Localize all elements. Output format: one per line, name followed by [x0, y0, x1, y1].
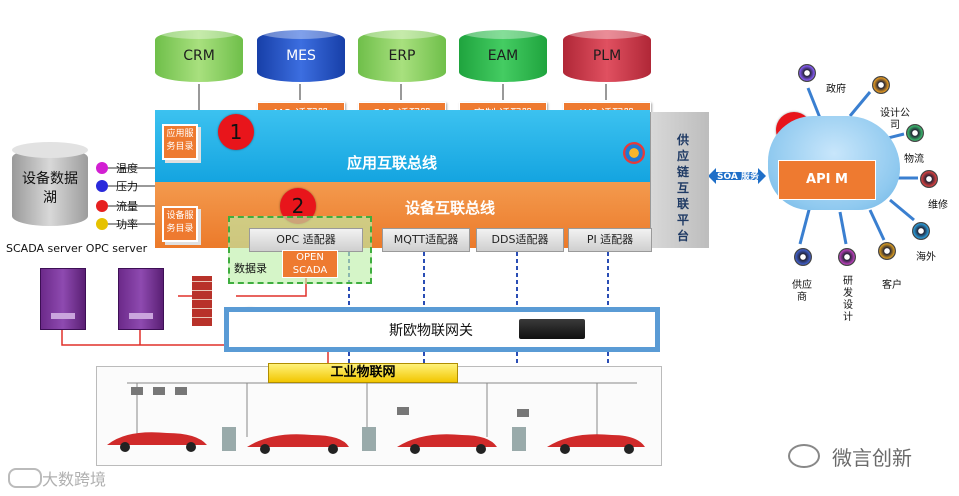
logistics-label: 物流 — [904, 154, 924, 165]
pressure-label: 压力 — [116, 180, 138, 193]
crm-database: CRM — [155, 23, 243, 82]
firewall-icon — [192, 276, 212, 326]
temperature-sensor-icon — [96, 162, 108, 174]
eam-label: EAM — [487, 48, 519, 64]
mes-database: MES — [257, 23, 345, 82]
plm-database: PLM — [563, 23, 651, 82]
power-label: 功率 — [116, 218, 138, 231]
supplier-label: 供应商 — [792, 280, 812, 303]
logistics-icon — [906, 124, 924, 142]
app-service-catalog: 应用服务目录 — [162, 124, 198, 160]
power-sensor-icon — [96, 218, 108, 230]
government-label: 政府 — [826, 84, 846, 95]
overseas-label: 海外 — [916, 252, 936, 263]
design-company-label: 设计公司 — [880, 108, 910, 131]
watermark-left: 大数跨境 — [42, 470, 107, 489]
scada-server-icon — [40, 268, 86, 330]
customer-icon — [878, 242, 896, 260]
erp-label: ERP — [388, 48, 416, 64]
mqtt-adapter: MQTT适配器 — [382, 228, 470, 252]
gears-icon — [623, 142, 645, 164]
rnd-design-label: 研发设计 — [843, 276, 853, 323]
industrial-iot-bar: 工业物联网 — [268, 363, 458, 383]
government-icon — [798, 64, 816, 82]
wechat-icon — [788, 444, 820, 468]
rnd-design-icon — [838, 248, 856, 266]
flow-label: 流量 — [116, 200, 138, 213]
open-scada-box: OPEN SCADA — [282, 250, 338, 278]
flow-sensor-icon — [96, 200, 108, 212]
watermark-left-logo-icon — [8, 468, 42, 488]
temperature-label: 温度 — [116, 162, 138, 175]
api-management-box: API M — [778, 160, 876, 200]
maintenance-label: 维修 — [928, 200, 948, 211]
opc-server-icon — [118, 268, 164, 330]
dds-adapter: DDS适配器 — [476, 228, 564, 252]
data-record-label: 数据录 — [234, 262, 267, 275]
erp-database: ERP — [358, 23, 446, 82]
opc-adapter: OPC 适配器 — [249, 228, 363, 252]
overseas-icon — [912, 222, 930, 240]
pi-adapter: PI 适配器 — [568, 228, 652, 252]
device-data-lake: 设备数据湖 — [12, 142, 88, 226]
supply-chain-platform: 供应链互联平台 — [650, 112, 709, 248]
plm-label: PLM — [592, 48, 622, 64]
gateway-label: 斯欧物联网关 — [389, 323, 473, 339]
eam-database: EAM — [459, 23, 547, 82]
maintenance-icon — [920, 170, 938, 188]
iot-gateway: 斯欧物联网关 — [224, 307, 660, 352]
watermark-right: 微言创新 — [832, 446, 912, 470]
data-lake-label: 设备数据湖 — [22, 171, 78, 206]
supplier-icon — [794, 248, 812, 266]
open-scada-label: OPEN SCADA — [292, 252, 328, 276]
soa-service-label: SOA 服务 — [717, 172, 759, 182]
servers-label: SCADA server OPC server — [6, 242, 148, 255]
mes-label: MES — [286, 48, 316, 64]
application-bus-label: 应用互联总线 — [347, 154, 438, 172]
gateway-device-icon — [519, 319, 585, 339]
factory-floor-drawing — [107, 382, 645, 454]
device-bus-label: 设备互联总线 — [405, 199, 496, 217]
crm-label: CRM — [183, 48, 215, 64]
pressure-sensor-icon — [96, 180, 108, 192]
supply-chain-platform-label: 供应链互联平台 — [676, 133, 689, 243]
step-1-badge: 1 — [218, 114, 254, 150]
design-company-icon — [872, 76, 890, 94]
device-service-catalog: 设备服务目录 — [162, 206, 198, 242]
customer-label: 客户 — [882, 280, 902, 291]
